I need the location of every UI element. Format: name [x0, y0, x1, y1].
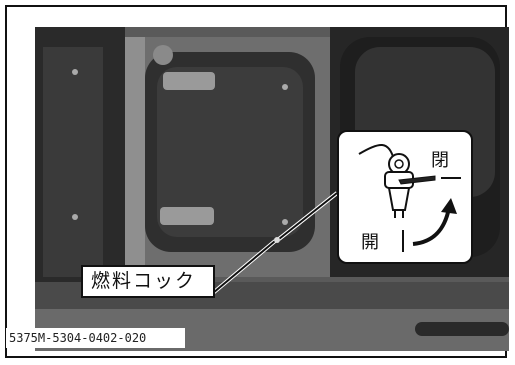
fuel-cock-callout: 閉 開: [337, 130, 473, 264]
figure-frame: 閉 開 燃料コック: [5, 5, 509, 358]
rotation-arrow-icon: [441, 198, 457, 214]
closed-label: 閉: [431, 150, 449, 171]
fuel-cock-label: 燃料コック: [81, 265, 215, 298]
fuel-cock-valve-icon: [358, 144, 461, 252]
figure-code: 5375M-5304-0402-020: [6, 328, 185, 348]
open-label: 開: [361, 232, 379, 253]
